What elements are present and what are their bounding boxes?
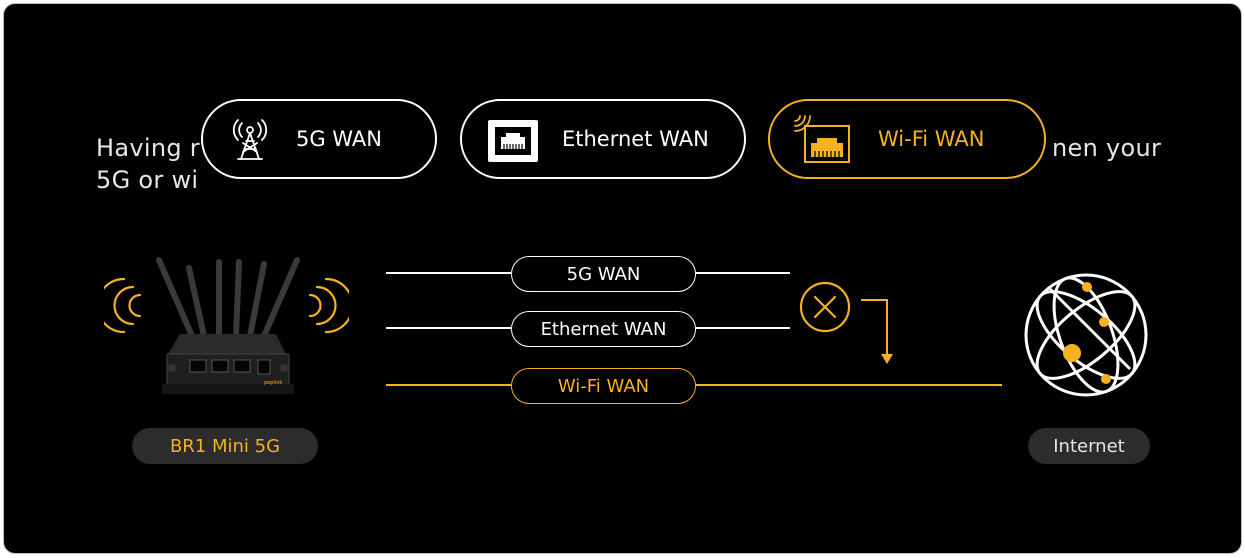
link-line-wifi-left	[386, 384, 511, 386]
tab-ethernet-wan-label: Ethernet WAN	[562, 127, 709, 151]
x-circle-icon	[799, 281, 851, 333]
diagram-frame: Having r nen your 5G or wi 5G WAN Ethern…	[3, 3, 1242, 554]
link-line-ethernet-right	[696, 327, 790, 329]
wifi-ethernet-icon	[794, 115, 850, 163]
link-line-wifi-right	[696, 384, 1002, 386]
link-5g-wan: 5G WAN	[511, 256, 696, 292]
cell-tower-icon	[232, 119, 268, 160]
link-line-5g-right	[696, 272, 790, 274]
tab-wifi-wan[interactable]: Wi-Fi WAN	[768, 99, 1046, 179]
link-line-5g-left	[386, 272, 511, 274]
router-icon: peplink	[104, 257, 349, 394]
svg-text:peplink: peplink	[264, 380, 282, 386]
link-ethernet-wan: Ethernet WAN	[511, 311, 696, 347]
failover-arrow-icon	[861, 299, 893, 364]
ethernet-port-icon	[488, 120, 538, 162]
internet-label: Internet	[1028, 428, 1150, 464]
globe-icon	[1024, 273, 1148, 397]
link-line-ethernet-left	[386, 327, 511, 329]
tab-wifi-wan-label: Wi-Fi WAN	[878, 127, 985, 151]
link-wifi-wan: Wi-Fi WAN	[511, 368, 696, 404]
tab-5g-wan-label: 5G WAN	[296, 127, 382, 151]
tab-5g-wan[interactable]: 5G WAN	[201, 99, 437, 179]
intro-text-line2-left: 5G or wi	[96, 166, 199, 194]
intro-text-line1-left: Having r	[96, 134, 200, 162]
device-label: BR1 Mini 5G	[132, 428, 318, 464]
intro-text-line1-right: nen your	[1052, 134, 1162, 162]
tab-ethernet-wan[interactable]: Ethernet WAN	[460, 99, 746, 179]
